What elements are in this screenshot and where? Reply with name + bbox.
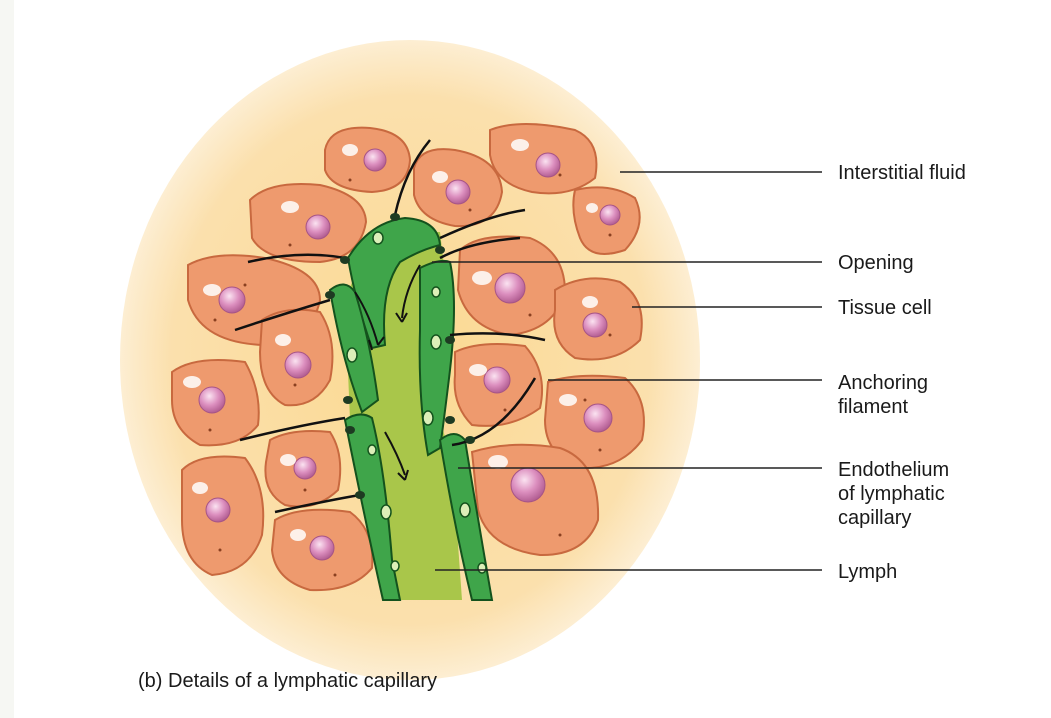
label-anchoring-filament: Anchoring filament [838, 371, 928, 419]
nucleus [206, 498, 230, 522]
nucleus [584, 404, 612, 432]
label-endothelium: Endothelium of lymphatic capillary [838, 458, 949, 530]
nucleus [219, 287, 245, 313]
label-anchoring-line2: filament [838, 395, 928, 419]
nucleus [446, 180, 470, 204]
nucleus [495, 273, 525, 303]
figure-caption: (b) Details of a lymphatic capillary [138, 670, 437, 693]
nucleus [310, 536, 334, 560]
label-endothelium-line3: capillary [838, 506, 949, 530]
label-tissue-cell: Tissue cell [838, 296, 932, 320]
nucleus [484, 367, 510, 393]
nucleus [511, 468, 545, 502]
label-anchoring-line1: Anchoring [838, 371, 928, 395]
nucleus [285, 352, 311, 378]
nucleus [536, 153, 560, 177]
label-opening: Opening [838, 251, 914, 275]
nucleus [199, 387, 225, 413]
label-interstitial-fluid: Interstitial fluid [838, 161, 966, 185]
label-lymph: Lymph [838, 560, 897, 584]
nucleus [364, 149, 386, 171]
nucleus [306, 215, 330, 239]
label-endothelium-line2: of lymphatic [838, 482, 949, 506]
nucleus [583, 313, 607, 337]
nucleus [294, 457, 316, 479]
nucleus [600, 205, 620, 225]
label-endothelium-line1: Endothelium [838, 458, 949, 482]
